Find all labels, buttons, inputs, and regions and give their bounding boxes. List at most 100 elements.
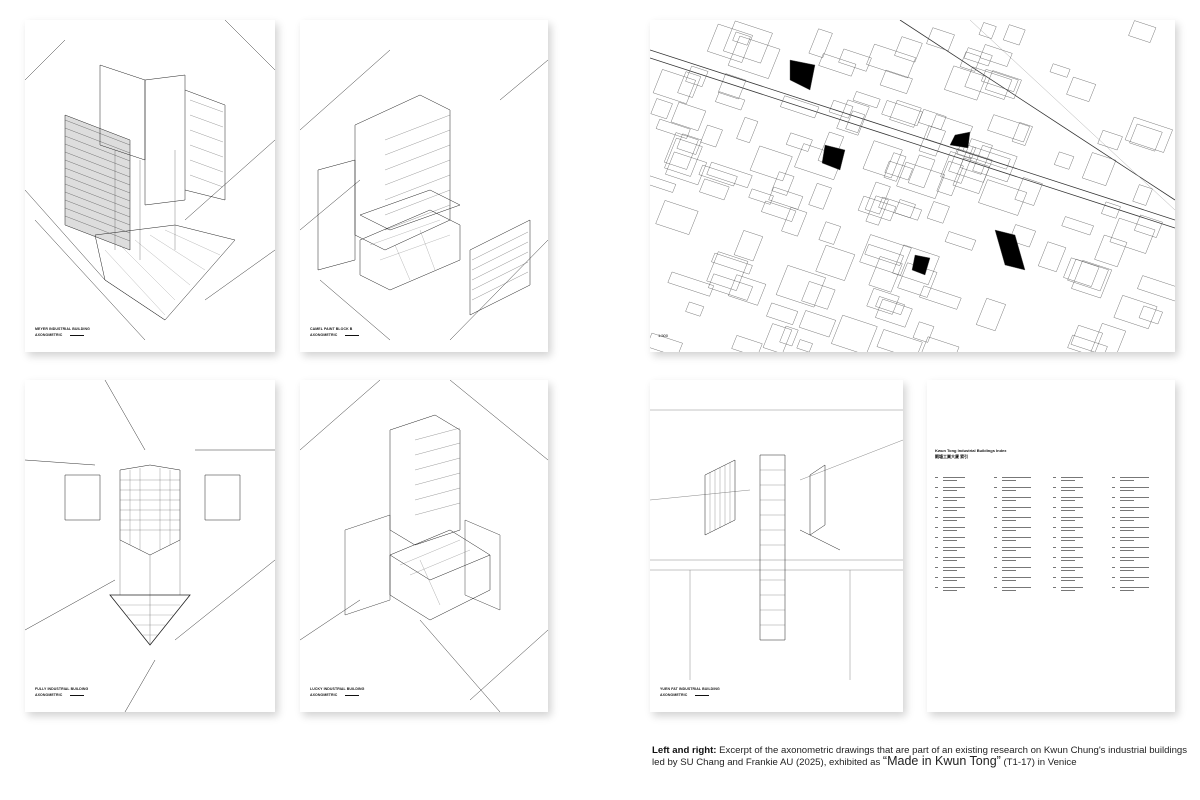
map-block xyxy=(907,154,936,189)
map-block xyxy=(1081,152,1117,186)
map-block xyxy=(808,183,832,210)
scale-bar xyxy=(70,692,85,696)
map-block xyxy=(785,132,813,152)
index-entry xyxy=(994,586,1049,596)
index-entry xyxy=(994,526,1049,536)
map-block xyxy=(864,244,904,266)
scale-bar xyxy=(695,692,710,696)
map-block xyxy=(1101,201,1121,219)
map-block xyxy=(700,124,723,148)
map-block xyxy=(728,274,767,306)
index-entry xyxy=(994,566,1049,576)
axonometric-drawing xyxy=(25,20,275,341)
map-block xyxy=(865,195,889,226)
index-entry xyxy=(935,576,990,586)
map-block xyxy=(1097,129,1123,151)
map-block xyxy=(1037,241,1067,272)
map-block xyxy=(1066,76,1097,102)
map-block xyxy=(959,51,981,72)
map-block xyxy=(919,285,962,310)
map-block xyxy=(818,53,857,77)
map-block xyxy=(1109,217,1156,254)
index-entry xyxy=(1053,556,1108,566)
index-entry xyxy=(1112,586,1167,596)
map-block xyxy=(665,151,707,186)
highlighted-building xyxy=(821,144,846,171)
map-block xyxy=(1054,151,1075,170)
index-entry xyxy=(935,556,990,566)
figure-caption: Left and right: Excerpt of the axonometr… xyxy=(652,745,1192,768)
highlighted-building xyxy=(949,131,971,149)
map-block xyxy=(1067,334,1108,352)
index-entry xyxy=(1053,496,1108,506)
map-block xyxy=(667,271,715,297)
index-entry xyxy=(1053,586,1108,596)
map-block xyxy=(1137,275,1175,302)
map-block xyxy=(733,230,764,262)
index-entry xyxy=(994,576,1049,586)
map-block xyxy=(706,251,749,291)
map-block xyxy=(884,160,913,181)
map-block xyxy=(889,99,922,128)
map-block xyxy=(979,44,1013,67)
map-block xyxy=(852,91,881,109)
map-block xyxy=(1128,20,1157,43)
map-block xyxy=(1113,295,1158,330)
index-entry xyxy=(1053,576,1108,586)
highlighted-building xyxy=(911,254,931,276)
map-block xyxy=(875,296,905,315)
axonometric-drawing xyxy=(300,49,548,341)
map-block xyxy=(781,207,808,237)
map-block xyxy=(1067,258,1109,292)
index-entry xyxy=(935,526,990,536)
map-block xyxy=(1129,123,1163,152)
map-block xyxy=(975,298,1006,332)
map-block xyxy=(652,69,696,104)
map-block xyxy=(828,99,854,119)
map-block xyxy=(1049,63,1071,78)
index-entry xyxy=(935,486,990,496)
map-block xyxy=(866,288,900,315)
map-block xyxy=(981,69,1019,92)
index-entry xyxy=(935,566,990,576)
index-entry xyxy=(994,476,1049,486)
axonometric-drawing xyxy=(300,380,548,712)
map-block xyxy=(748,188,774,205)
scale-bar xyxy=(70,332,85,336)
map-block xyxy=(655,118,691,139)
caption-text-end: (T1-17) in Venice xyxy=(1000,757,1077,768)
axonometric-drawing xyxy=(650,409,903,680)
map-block xyxy=(664,137,703,177)
map-block xyxy=(959,138,993,175)
index-entry xyxy=(1053,516,1108,526)
map-block xyxy=(944,231,977,251)
map-block xyxy=(1061,216,1094,236)
index-entry xyxy=(1112,536,1167,546)
index-entry xyxy=(1112,496,1167,506)
map-block xyxy=(808,28,833,58)
map-block xyxy=(761,200,797,222)
map-block xyxy=(685,301,705,317)
map-block xyxy=(715,91,746,111)
map-block xyxy=(796,339,813,352)
map-block xyxy=(968,146,1011,170)
index-entry xyxy=(994,516,1049,526)
site-map-sheet: 1:500 xyxy=(650,20,1175,352)
map-block xyxy=(650,175,677,193)
map-block xyxy=(978,22,997,39)
map-block xyxy=(650,98,673,120)
map-block xyxy=(883,152,907,182)
map-block xyxy=(1134,214,1163,238)
map-block xyxy=(864,181,891,215)
map-block xyxy=(972,145,1018,183)
index-entry xyxy=(994,506,1049,516)
map-block xyxy=(655,200,699,235)
scale-bar xyxy=(345,692,360,696)
caption-lead: Left and right: xyxy=(652,745,717,756)
map-block xyxy=(727,35,781,79)
